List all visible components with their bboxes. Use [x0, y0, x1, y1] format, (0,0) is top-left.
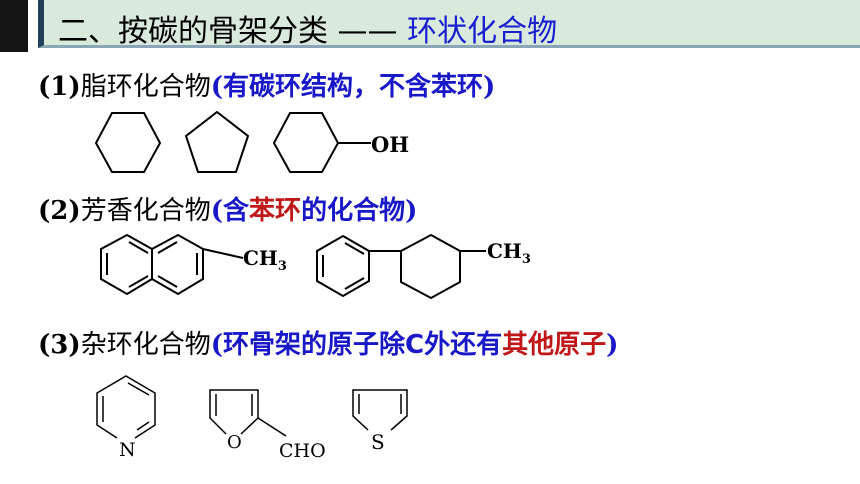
paren-open: (	[210, 72, 224, 102]
section-alicyclic-heading: (1)脂环化合物(有碳环结构，不含苯环)	[38, 66, 495, 103]
paren-close: )	[606, 330, 619, 360]
nitrogen-label: N	[119, 439, 136, 461]
section-number: (2)	[38, 196, 81, 226]
naphthalene-rings	[100, 233, 204, 296]
section-note: 有碳环结构，不含苯环	[223, 72, 484, 102]
hydroxyl-label: OH	[371, 132, 409, 157]
paren-open: (	[210, 196, 224, 226]
pyridine-ring	[96, 375, 156, 439]
thiophene-ring	[352, 389, 408, 431]
oxygen-label: O	[227, 432, 242, 453]
section-note: 环骨架的原子除C外还有	[223, 330, 503, 360]
furan-ring	[209, 389, 259, 435]
section-number: (1)	[38, 72, 81, 102]
cyclohexanol-ring	[272, 112, 340, 173]
page-title: 二、按碳的骨架分类 —— 环状化合物	[58, 6, 557, 50]
title-main-text: 二、按碳的骨架分类 ——	[58, 14, 398, 49]
left-accent-bar	[0, 0, 28, 52]
section-note-highlight: 其他原子	[502, 330, 607, 360]
paren-open: (	[210, 330, 224, 360]
aldehyde-label: CHO	[279, 440, 326, 462]
cyclopentane-ring	[184, 110, 250, 173]
section-name: 芳香化合物	[80, 196, 211, 226]
section-name: 脂环化合物	[80, 72, 211, 102]
section-note: 的化合物	[301, 196, 406, 226]
section-aromatic-heading: (2)芳香化合物(含苯环的化合物)	[38, 190, 417, 227]
methyl-label: CH3	[487, 239, 531, 267]
section-name: 杂环化合物	[80, 330, 211, 360]
section-note-highlight: 苯环	[249, 196, 302, 226]
sulfur-label: S	[371, 430, 385, 454]
title-banner: 二、按碳的骨架分类 —— 环状化合物	[38, 0, 860, 50]
section-note: 含	[223, 196, 250, 226]
title-accent-text: 环状化合物	[407, 14, 558, 49]
methyl-label: CH3	[243, 246, 287, 274]
paren-close: )	[483, 72, 496, 102]
section-number: (3)	[38, 330, 81, 360]
paren-close: )	[405, 196, 418, 226]
cyclohexane-ring	[94, 112, 162, 173]
section-heterocyclic-heading: (3)杂环化合物(环骨架的原子除C外还有其他原子)	[38, 324, 618, 361]
